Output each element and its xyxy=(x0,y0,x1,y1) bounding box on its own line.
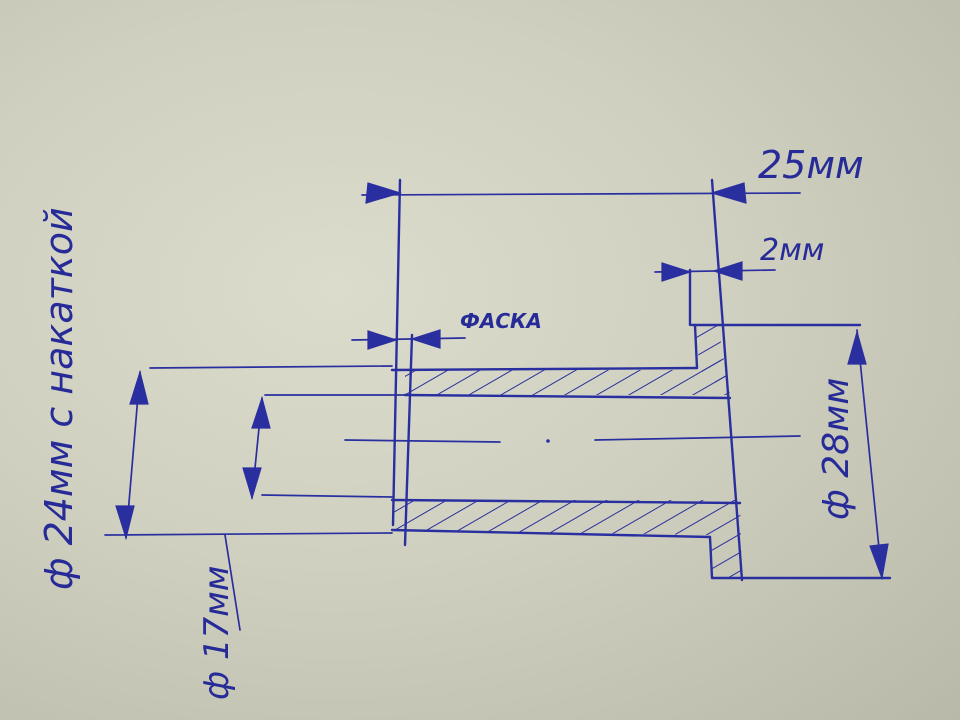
label-inner-diameter: ф 17мм xyxy=(197,566,237,700)
label-chamfer: ФАСКА xyxy=(460,309,542,333)
label-25mm: 25мм xyxy=(758,143,864,187)
label-flange-diameter: ф 28мм xyxy=(816,378,857,520)
dimension-dia-17 xyxy=(242,395,271,501)
dimension-25mm xyxy=(361,182,801,204)
part-outline xyxy=(390,178,892,582)
center-line xyxy=(344,435,801,443)
label-2mm: 2мм xyxy=(760,233,824,268)
flange-hatch xyxy=(695,325,730,395)
dimension-dia-28 xyxy=(847,329,889,581)
extension-lines xyxy=(104,365,406,631)
lower-wall-hatch xyxy=(392,500,742,580)
label-outer-diameter: ф 24мм с накаткой xyxy=(37,207,81,590)
dimension-dia-24 xyxy=(115,369,149,541)
dimension-chamfer xyxy=(351,329,466,350)
dimension-2mm xyxy=(654,261,776,282)
